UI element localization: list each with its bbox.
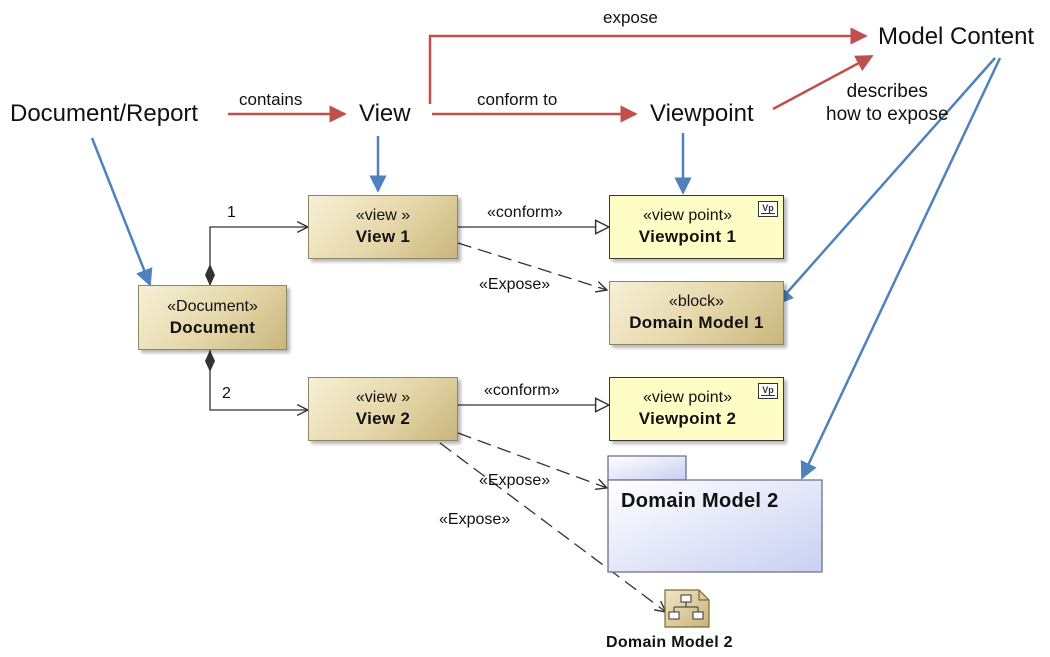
composition-view1 [209, 227, 308, 286]
viewpoint1-box[interactable]: «view point» Viewpoint 1 Vp [609, 195, 784, 259]
viewpoint1-icon-text: Vp [762, 203, 774, 213]
multiplicity-view1: 1 [227, 204, 236, 221]
contains-label: contains [239, 90, 303, 109]
viewpoint2-icon-text: Vp [762, 385, 774, 395]
domain-model2-package-title: Domain Model 2 [621, 490, 779, 512]
domain-model2-package[interactable] [607, 455, 823, 573]
domain-model1-name: Domain Model 1 [629, 313, 764, 332]
domain-model2-diagram-icon[interactable] [664, 589, 710, 628]
composition-diamond-top [205, 264, 215, 286]
conform-to-label: conform to [477, 90, 558, 109]
describes-label: describes how to expose [826, 80, 949, 126]
expose-connector-3 [439, 442, 666, 612]
view2-stereotype: «view » [355, 389, 411, 406]
concept-viewpoint: Viewpoint [650, 100, 754, 127]
viewpoint1-stereotype: «view point» [643, 207, 732, 224]
viewpoint-icon: Vp [758, 201, 778, 217]
expose-connector-1 [457, 242, 607, 290]
expose-label-1: «Expose» [479, 276, 551, 293]
document-box[interactable]: «Document» Document [138, 285, 287, 350]
model-content-to-package-arrow [800, 57, 1002, 480]
view1-name: View 1 [355, 227, 411, 246]
expose-label-2: «Expose» [479, 472, 551, 489]
viewpoint2-stereotype: «view point» [643, 389, 732, 406]
expose-connector-2 [457, 432, 607, 488]
viewpoint-icon: Vp [758, 383, 778, 399]
multiplicity-view2: 2 [222, 385, 231, 402]
concept-document-report: Document/Report [10, 100, 199, 127]
document-stereotype: «Document» [167, 297, 258, 315]
view1-box[interactable]: «view » View 1 [308, 195, 458, 259]
expose-label-3: «Expose» [439, 511, 511, 528]
conform-label-2: «conform» [484, 382, 560, 399]
describes-line1: describes [846, 81, 928, 102]
viewpoint1-name: Viewpoint 1 [638, 227, 737, 246]
describes-line2: how to expose [826, 104, 949, 125]
document-mapping-arrow [90, 137, 153, 287]
document-name: Document [169, 317, 256, 337]
model-content-to-block-arrow [775, 57, 996, 306]
viewpoint2-box[interactable]: «view point» Viewpoint 2 Vp [609, 377, 784, 441]
expose-label: expose [603, 8, 658, 27]
domain-model2-diagram-caption: Domain Model 2 [606, 634, 733, 651]
describes-arrow [772, 54, 874, 111]
expose-arrow [428, 27, 868, 104]
view2-box[interactable]: «view » View 2 [308, 377, 458, 441]
concept-model-content: Model Content [878, 23, 1035, 50]
composition-diamond-bottom [205, 350, 215, 372]
view1-stereotype: «view » [355, 207, 411, 224]
conform-label-1: «conform» [487, 204, 563, 221]
domain-model1-stereotype: «block» [668, 293, 725, 310]
view2-name: View 2 [355, 409, 411, 428]
viewpoint2-name: Viewpoint 2 [638, 409, 737, 428]
concept-view: View [359, 100, 411, 127]
domain-model1-box[interactable]: «block» Domain Model 1 [609, 281, 784, 345]
